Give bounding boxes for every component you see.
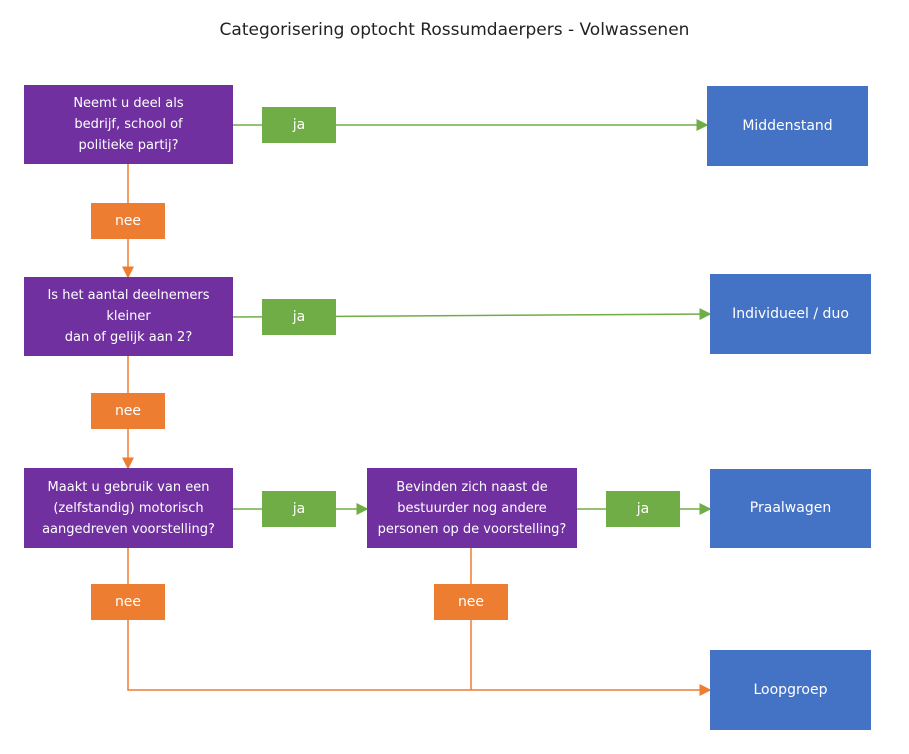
result-middenstand: Middenstand xyxy=(707,86,868,166)
no-label-1: nee xyxy=(91,203,165,239)
question-box-2: Is het aantal deelnemers kleiner dan of … xyxy=(24,277,233,356)
no-label-3: nee xyxy=(91,584,165,620)
question-box-4: Bevinden zich naast de bestuurder nog an… xyxy=(367,468,577,548)
no-label-4: nee xyxy=(434,584,508,620)
result-praalwagen: Praalwagen xyxy=(710,469,871,548)
no-label-2: nee xyxy=(91,393,165,429)
yes-label-4: ja xyxy=(606,491,680,527)
question-box-1: Neemt u deel als bedrijf, school of poli… xyxy=(24,85,233,164)
yes-label-1: ja xyxy=(262,107,336,143)
line-q3-to-loopgroep xyxy=(127,548,712,696)
yes-label-3: ja xyxy=(262,491,336,527)
question-box-3: Maakt u gebruik van een (zelfstandig) mo… xyxy=(24,468,233,548)
result-individueel-duo: Individueel / duo xyxy=(710,274,871,354)
yes-label-2: ja xyxy=(262,299,336,335)
diagram-title: Categorisering optocht Rossumdaerpers - … xyxy=(219,20,690,40)
result-loopgroep: Loopgroep xyxy=(710,650,871,730)
